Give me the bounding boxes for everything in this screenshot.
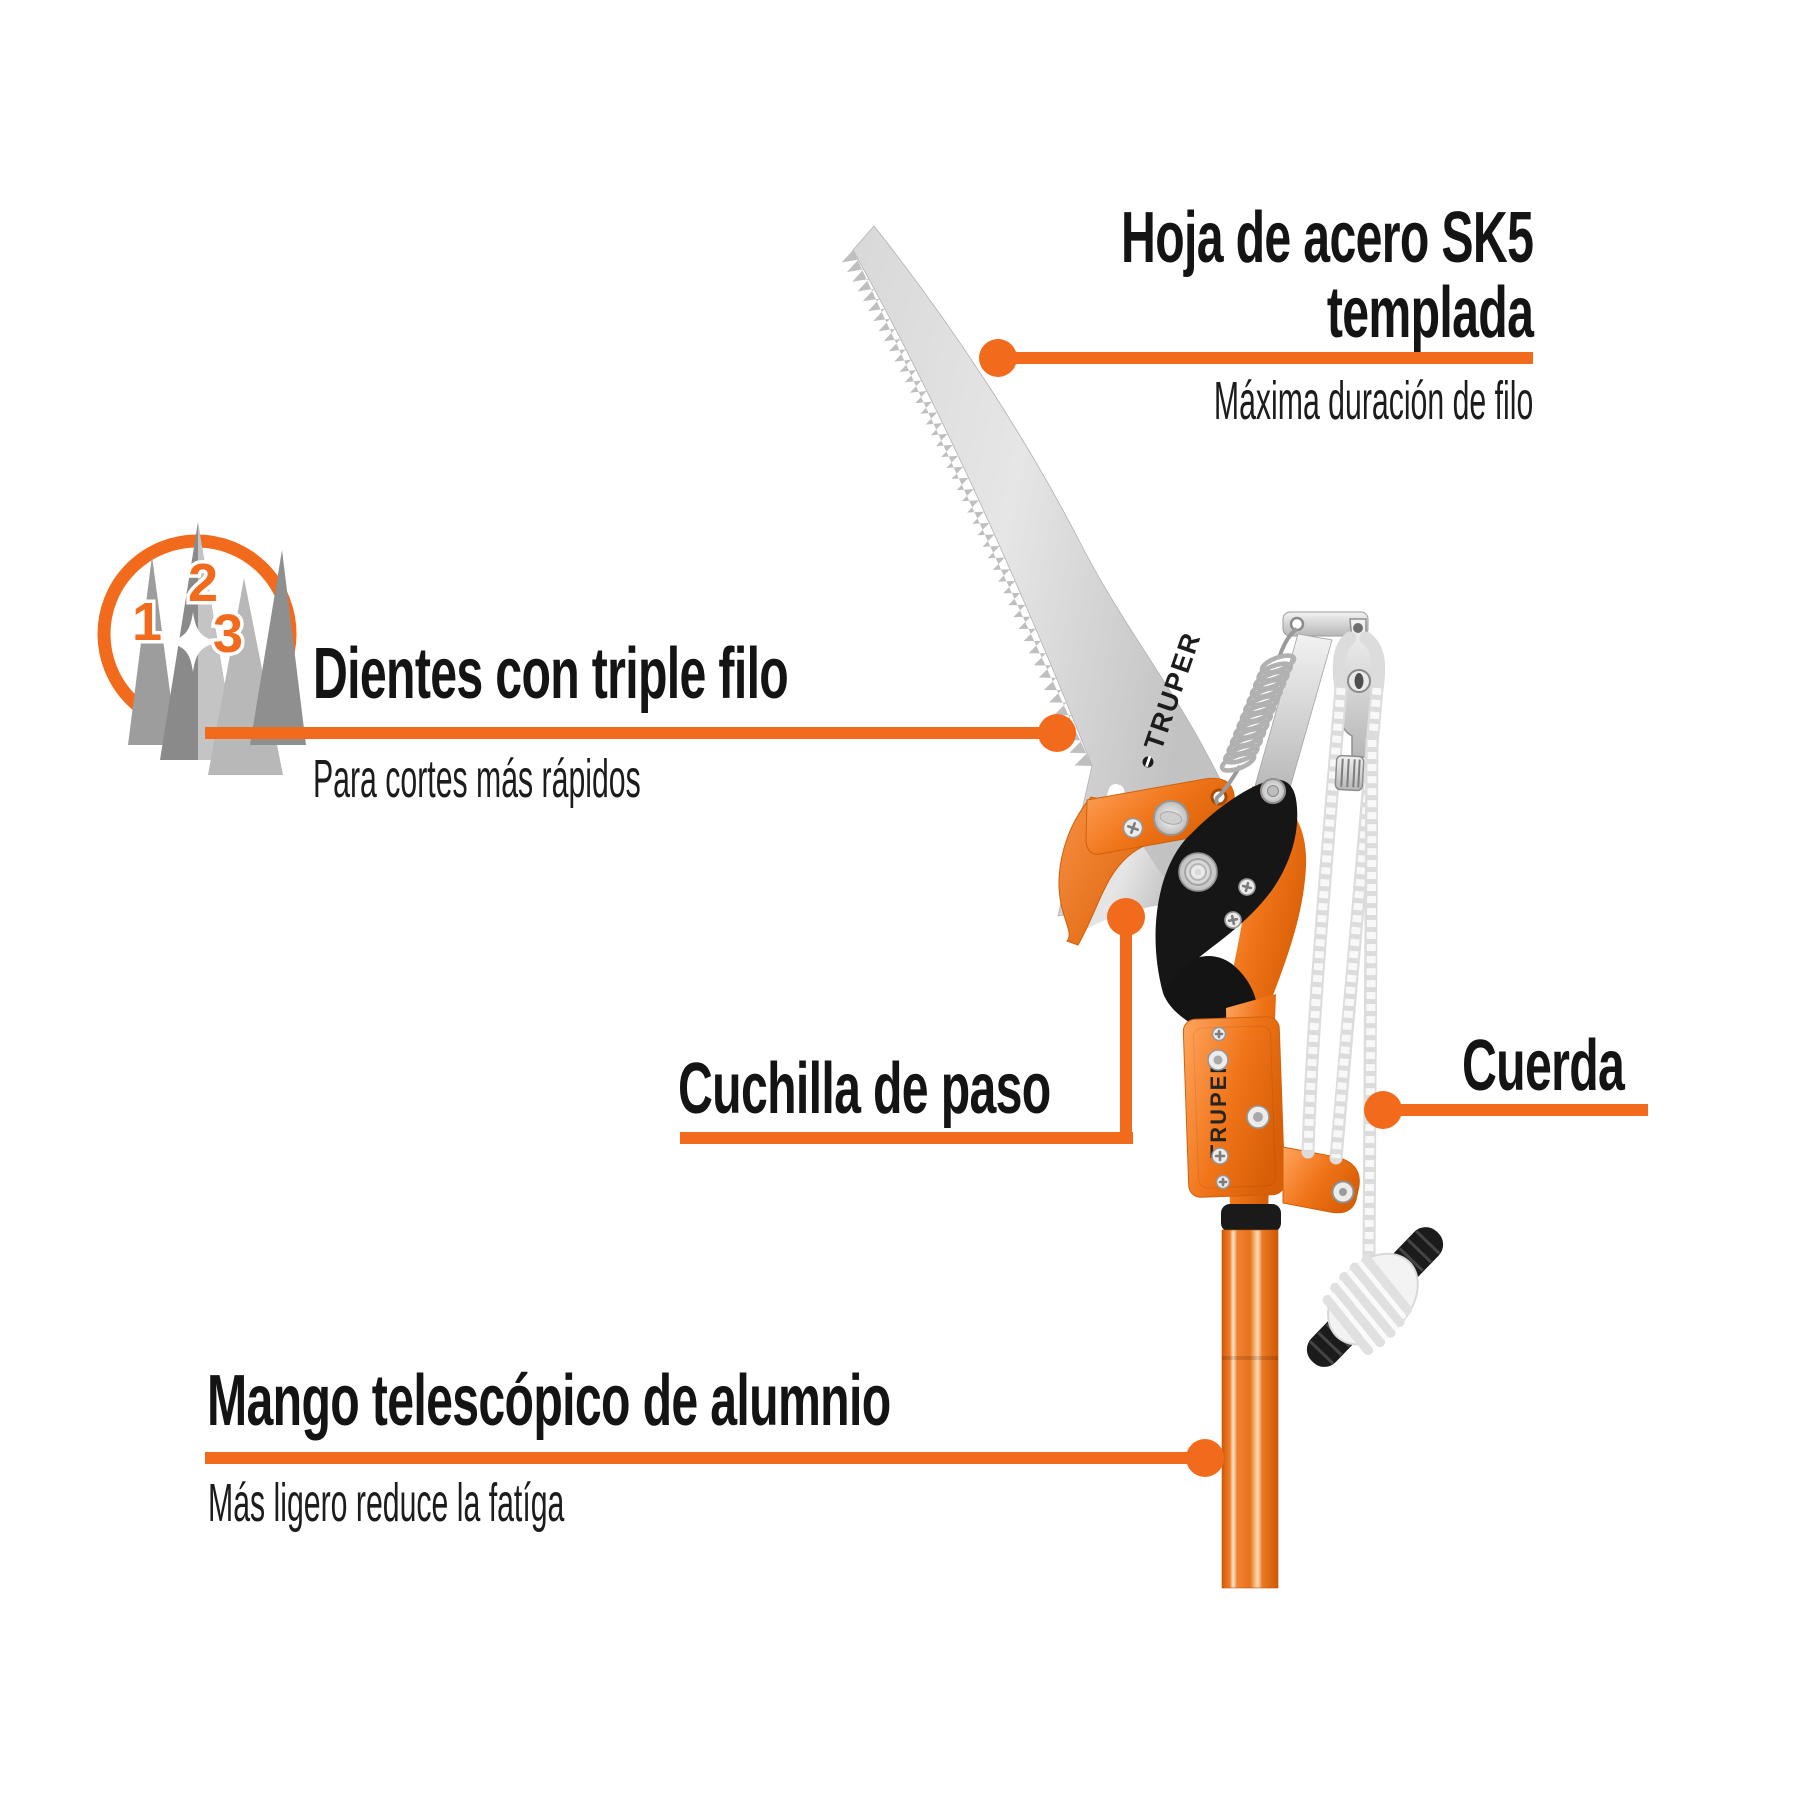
triple-edge-icon: 1 2 3 xyxy=(97,522,306,775)
pole-tube xyxy=(1221,1229,1279,1589)
brand-plate-inner-edge xyxy=(1193,1025,1276,1189)
callout-mango-dot xyxy=(1186,1439,1224,1477)
callout-hoja-subtitle-wrap: Máxima duración de filo xyxy=(963,371,1533,431)
blade-liner xyxy=(1075,842,1180,932)
spring-group xyxy=(1214,627,1299,806)
handle-knot-wraps xyxy=(1322,1254,1413,1356)
callout-cuerda-connector xyxy=(1383,1104,1648,1116)
callout-hoja-dot xyxy=(979,339,1017,377)
cutting-blade xyxy=(1155,779,1298,993)
pole-seam xyxy=(1222,1356,1278,1360)
callout-dientes: Dientes con triple filo xyxy=(313,637,1022,712)
callout-hoja-title-line1: Hoja de acero SK5 xyxy=(1120,198,1534,278)
callout-dientes-dot xyxy=(1038,714,1076,752)
callout-dientes-title: Dientes con triple filo xyxy=(313,634,789,714)
callout-mango-subtitle: Más ligero reduce la fatíga xyxy=(208,1473,565,1533)
callout-hoja-subtitle: Máxima duración de filo xyxy=(1213,371,1533,431)
callout-mango: Mango telescópico de alumnio xyxy=(207,1364,1227,1439)
callout-cuchilla: Cuchilla de paso xyxy=(678,1052,1234,1127)
blade-brand-mark-bar xyxy=(1145,755,1152,768)
pivot-ring-1 xyxy=(1184,858,1212,886)
plate-screw-2 xyxy=(1207,1049,1229,1071)
pole-brand-text: TRUPER xyxy=(1206,1056,1231,1158)
callout-cuchilla-title: Cuchilla de paso xyxy=(678,1049,1051,1129)
head-top-plate xyxy=(1282,611,1369,637)
clamp-screw xyxy=(1122,817,1144,839)
clamp-bolt-slot xyxy=(1159,811,1183,825)
callout-cuchilla-underline xyxy=(680,1132,1133,1144)
body-screw-1 xyxy=(1238,878,1256,896)
spring-hook-bottom xyxy=(1214,764,1242,806)
saw-blade-body xyxy=(852,225,1232,917)
callout-hoja-connector xyxy=(998,352,1533,364)
callout-hoja-title-line2: templada xyxy=(1326,273,1534,353)
saw-teeth xyxy=(841,250,1092,766)
icon-number-2: 2 xyxy=(188,553,218,613)
icon-tooth-4 xyxy=(250,550,306,745)
callout-dientes-subtitle: Para cortes más rápidos xyxy=(313,749,641,809)
body-screw-2 xyxy=(1224,911,1242,929)
plate-screw-4 xyxy=(1211,1147,1229,1165)
icon-number-3: 3 xyxy=(213,604,243,664)
pole-group xyxy=(1221,1229,1279,1589)
callout-hoja: Hoja de acero SK5 templada xyxy=(918,198,1534,353)
clamp-group xyxy=(1058,777,1237,946)
callout-mango-subtitle-wrap: Más ligero reduce la fatíga xyxy=(208,1473,844,1533)
callout-cuerda-title: Cuerda xyxy=(1462,1026,1625,1106)
plate-screw-5 xyxy=(1215,1174,1231,1190)
pivot-center xyxy=(1194,868,1202,876)
handle-knot-highlights xyxy=(1330,1260,1407,1348)
head-body-group: TRUPER xyxy=(1182,994,1360,1232)
callout-dientes-subtitle-wrap: Para cortes más rápidos xyxy=(313,749,898,809)
callout-cuchilla-dot xyxy=(1107,898,1145,936)
callout-dientes-connector xyxy=(205,727,1057,739)
rope-strand-1-core xyxy=(1303,687,1346,1153)
plate-hole xyxy=(1289,616,1305,632)
callout-cuchilla-vline xyxy=(1120,917,1132,1144)
icon-sparkle xyxy=(166,612,220,672)
icon-tooth-1 xyxy=(128,556,177,745)
callout-mango-title: Mango telescópico de alumnio xyxy=(207,1361,891,1441)
callout-cuerda: Cuerda xyxy=(1462,1029,1704,1104)
plate-screw-1 xyxy=(1211,1026,1227,1042)
rope-strand-3-core xyxy=(1364,739,1377,1259)
rope-ferrule xyxy=(1334,754,1365,792)
blade-top-bolt-center xyxy=(1267,785,1279,797)
pivot-ring-2 xyxy=(1189,863,1207,881)
spring-coil xyxy=(1219,653,1297,773)
upper-pulley-hole xyxy=(1353,623,1363,633)
rope-group xyxy=(1301,631,1386,1265)
lower-pulley-bolt-center xyxy=(1339,1188,1347,1196)
callout-mango-underline xyxy=(205,1452,1205,1464)
rope-handle xyxy=(1306,1227,1444,1367)
lower-pulley-bracket xyxy=(1282,1146,1360,1214)
icon-number-1: 1 xyxy=(132,592,162,652)
callout-cuerda-dot xyxy=(1364,1091,1402,1129)
cutting-blade-group xyxy=(1155,778,1298,1050)
upper-pulley-slot xyxy=(1354,673,1364,689)
pole-collar xyxy=(1221,1204,1281,1232)
plate-screw-3 xyxy=(1246,1105,1270,1129)
